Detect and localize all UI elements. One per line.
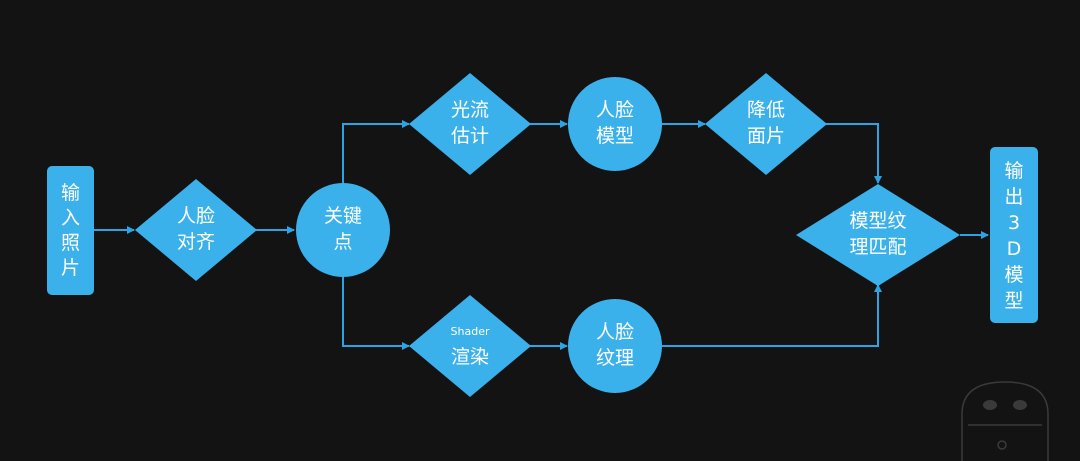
face-model-line-2: 模型 bbox=[596, 125, 634, 147]
edge-texture-to-match bbox=[662, 284, 882, 347]
face-model-line-1: 人脸 bbox=[596, 99, 634, 121]
output-char-5: 模 bbox=[1004, 264, 1023, 286]
face-texture-line-1: 人脸 bbox=[596, 321, 634, 343]
reduce-faces-node[interactable]: 降低 面片 bbox=[705, 73, 827, 175]
output-char-3: 3 bbox=[1008, 212, 1020, 234]
face-texture-line-2: 纹理 bbox=[596, 347, 634, 369]
reduce-faces-line-2: 面片 bbox=[747, 125, 785, 147]
model-texture-match-line-1: 模型纹 bbox=[849, 210, 906, 232]
shader-render-node[interactable]: Shader 渲染 bbox=[409, 295, 531, 397]
output-char-4: D bbox=[1007, 238, 1022, 260]
input-photo-char-2: 入 bbox=[61, 207, 80, 229]
model-texture-match-line-2: 理匹配 bbox=[849, 236, 906, 258]
edge-keypoints-to-shader bbox=[342, 276, 410, 350]
face-texture-node[interactable]: 人脸 纹理 bbox=[568, 299, 662, 393]
model-texture-match-node[interactable]: 模型纹 理匹配 bbox=[796, 184, 960, 286]
face-align-node[interactable]: 人脸 对齐 bbox=[135, 179, 257, 281]
robot-mascot-icon bbox=[961, 381, 1049, 461]
face-align-line-1: 人脸 bbox=[177, 205, 215, 227]
output-char-1: 输 bbox=[1004, 160, 1023, 182]
edge-reduce-to-match bbox=[826, 123, 882, 184]
input-photo-node[interactable]: 输 入 照 片 bbox=[47, 166, 94, 295]
optical-flow-line-1: 光流 bbox=[451, 99, 489, 121]
shader-render-line-1: Shader bbox=[451, 325, 490, 338]
keypoints-line-1: 关键 bbox=[324, 205, 362, 227]
optical-flow-node[interactable]: 光流 估计 bbox=[409, 73, 531, 175]
input-photo-char-4: 片 bbox=[61, 257, 80, 279]
reduce-faces-line-1: 降低 bbox=[747, 99, 785, 121]
face-model-node[interactable]: 人脸 模型 bbox=[568, 77, 662, 171]
input-photo-char-3: 照 bbox=[61, 232, 80, 254]
face-align-line-2: 对齐 bbox=[177, 231, 215, 253]
output-char-6: 型 bbox=[1004, 290, 1023, 312]
optical-flow-line-2: 估计 bbox=[451, 125, 489, 147]
output-3d-model-node[interactable]: 输 出 3 D 模 型 bbox=[990, 147, 1038, 323]
edge-keypoints-to-flow bbox=[342, 120, 410, 184]
input-photo-char-1: 输 bbox=[61, 182, 80, 204]
keypoints-node[interactable]: 关键 点 bbox=[296, 183, 390, 277]
shader-render-line-2: 渲染 bbox=[451, 346, 489, 368]
edges bbox=[94, 120, 989, 350]
output-char-2: 出 bbox=[1004, 186, 1023, 208]
keypoints-line-2: 点 bbox=[333, 231, 352, 253]
